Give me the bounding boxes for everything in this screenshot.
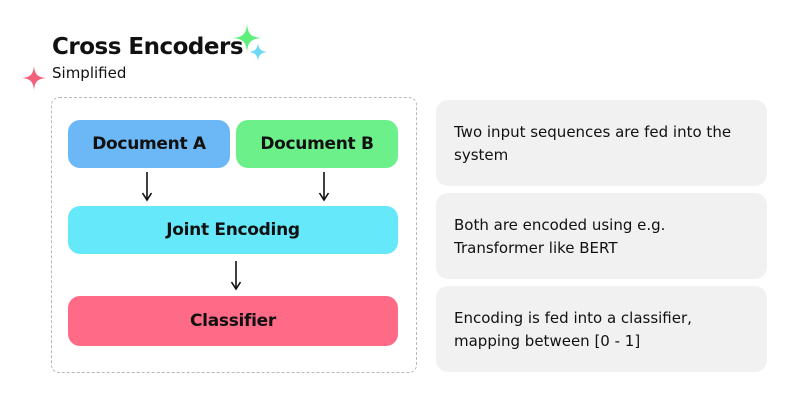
diagram-subtitle: Simplified — [52, 64, 127, 82]
arrow-down-icon — [318, 172, 330, 202]
classifier-label: Classifier — [190, 311, 276, 331]
sparkle-pink-shape — [22, 66, 46, 90]
joint-encoding-label: Joint Encoding — [166, 220, 300, 240]
arrow-down-icon — [141, 172, 153, 202]
note-encoding: Both are encoded using e.g. Transformer … — [436, 193, 767, 279]
document-a-node: Document A — [68, 120, 230, 168]
sparkle-cyan-icon — [249, 43, 267, 61]
diagram-panel — [51, 97, 417, 373]
sparkle-green-shape — [233, 24, 261, 52]
sparkle-green-icon — [233, 24, 261, 52]
document-b-label: Document B — [260, 134, 374, 154]
sparkle-cyan-shape — [249, 43, 267, 61]
note-inputs: Two input sequences are fed into the sys… — [436, 100, 767, 186]
document-a-label: Document A — [92, 134, 206, 154]
document-b-node: Document B — [236, 120, 398, 168]
sparkle-pink-icon — [22, 66, 46, 90]
joint-encoding-node: Joint Encoding — [68, 206, 398, 254]
arrow-down-icon — [230, 261, 242, 291]
diagram-title: Cross Encoders — [52, 34, 244, 60]
note-classifier: Encoding is fed into a classifier, mappi… — [436, 286, 767, 372]
classifier-node: Classifier — [68, 296, 398, 346]
